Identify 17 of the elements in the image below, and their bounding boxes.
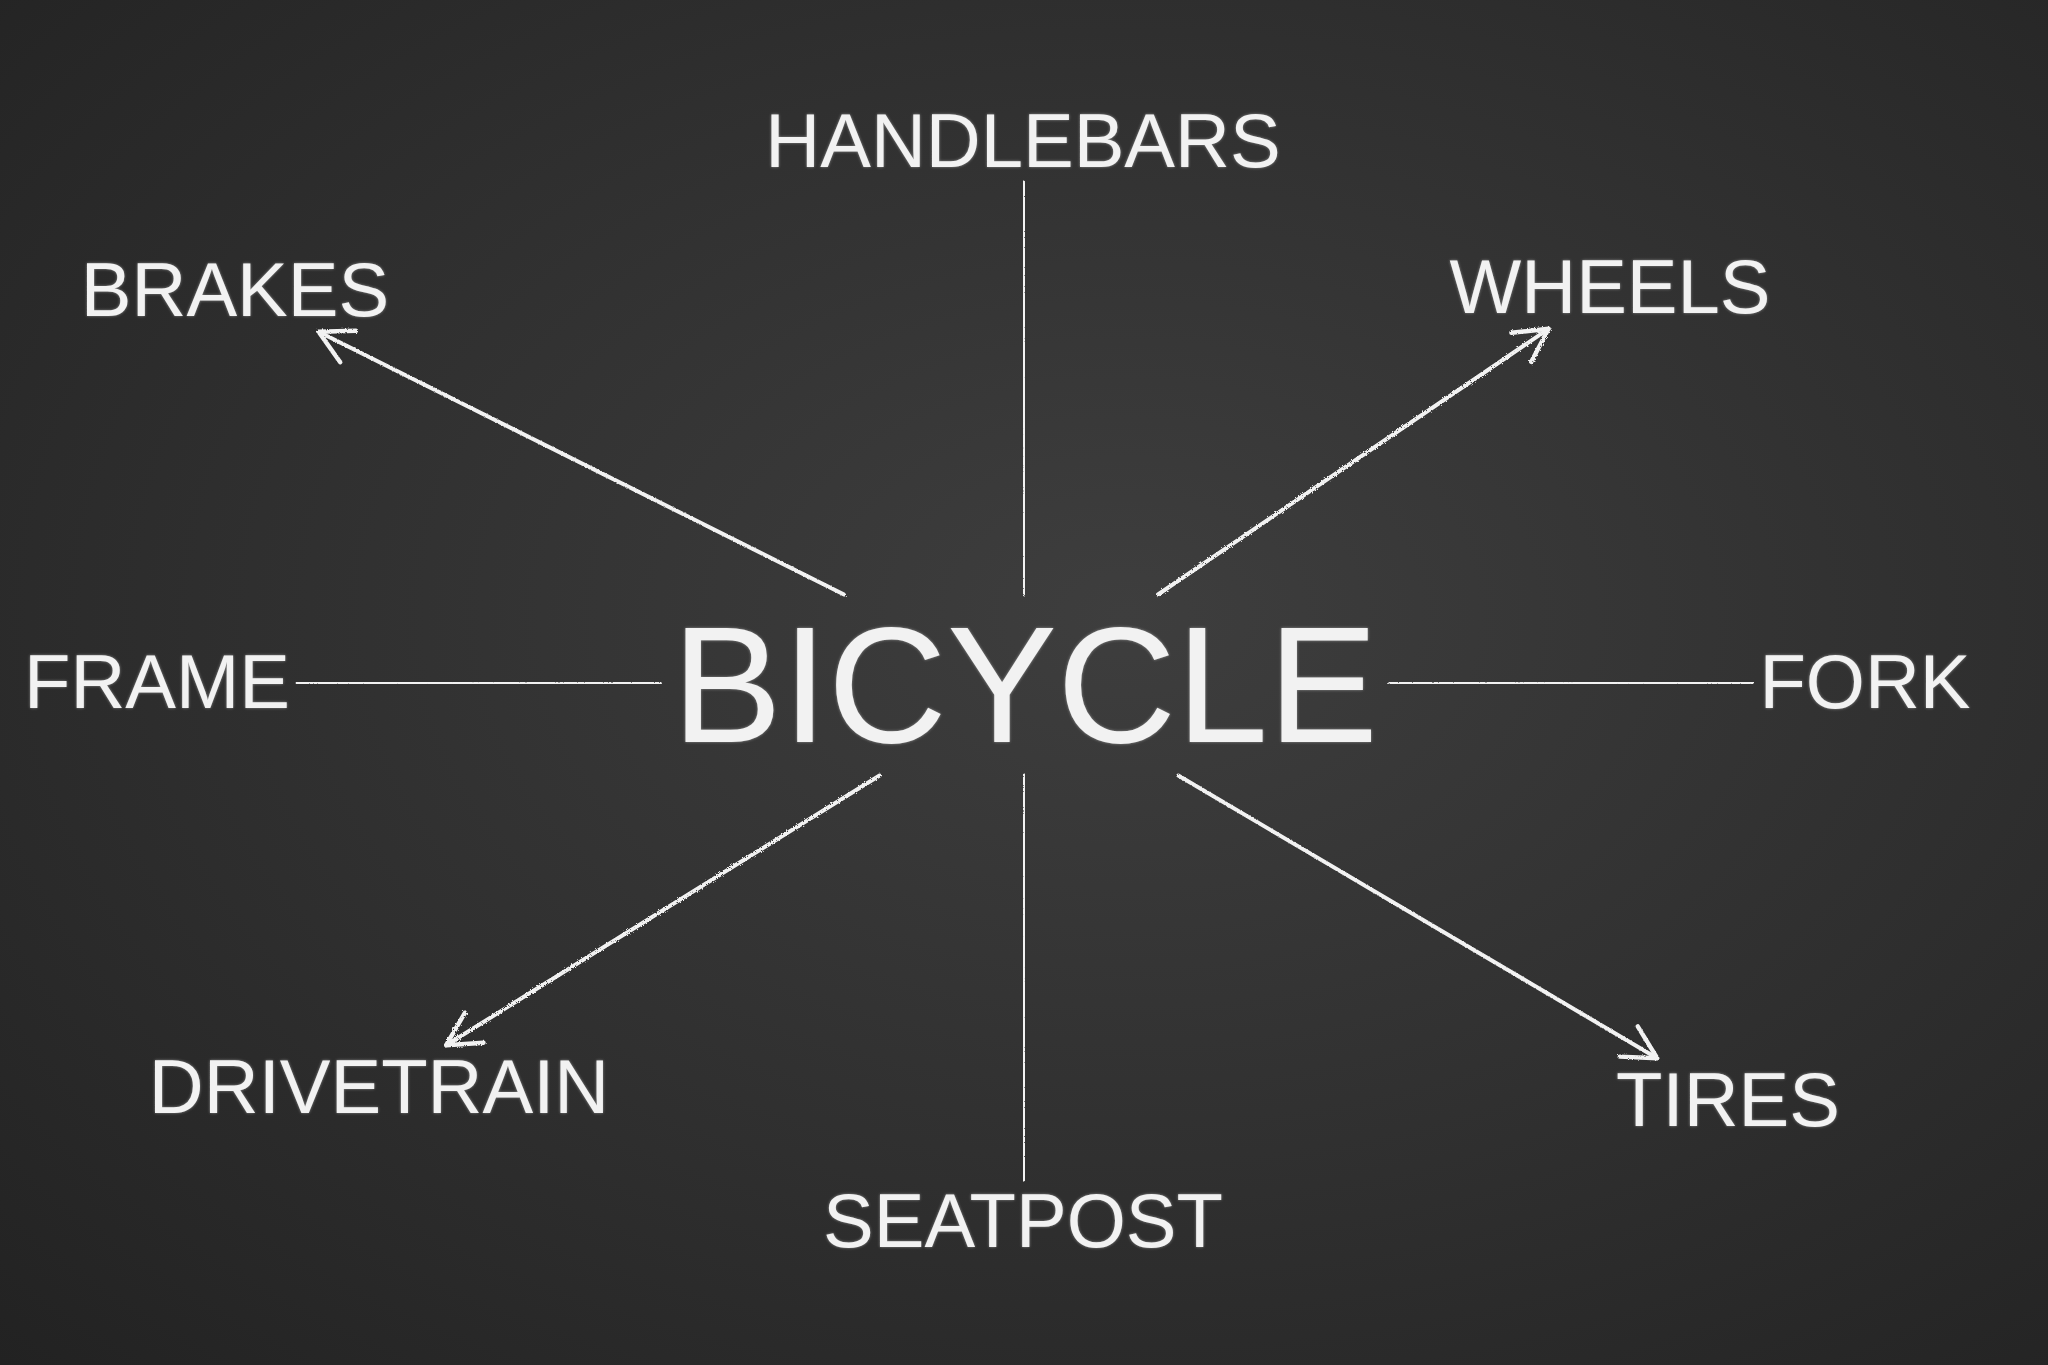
arrow (316, 328, 846, 597)
arrow (1003, 773, 1044, 1182)
branch-word: FORK (1751, 640, 1979, 724)
branch-word: BRAKES (72, 248, 398, 332)
branch-word: DRIVETRAIN (140, 1045, 618, 1129)
branch-word: WHEELS (1441, 245, 1779, 329)
arrow (1388, 662, 1754, 703)
branch-word: TIRES (1608, 1058, 1848, 1142)
branch-word: HANDLEBARS (757, 99, 1289, 183)
branch-word: FRAME (16, 640, 298, 724)
arrow (443, 773, 882, 1048)
arrow (1176, 773, 1660, 1061)
arrow (1003, 180, 1044, 597)
center-word: BICYCLE (659, 594, 1391, 776)
arrow (1156, 326, 1551, 597)
branch-word: SEATPOST (815, 1179, 1231, 1263)
arrow (295, 662, 662, 703)
